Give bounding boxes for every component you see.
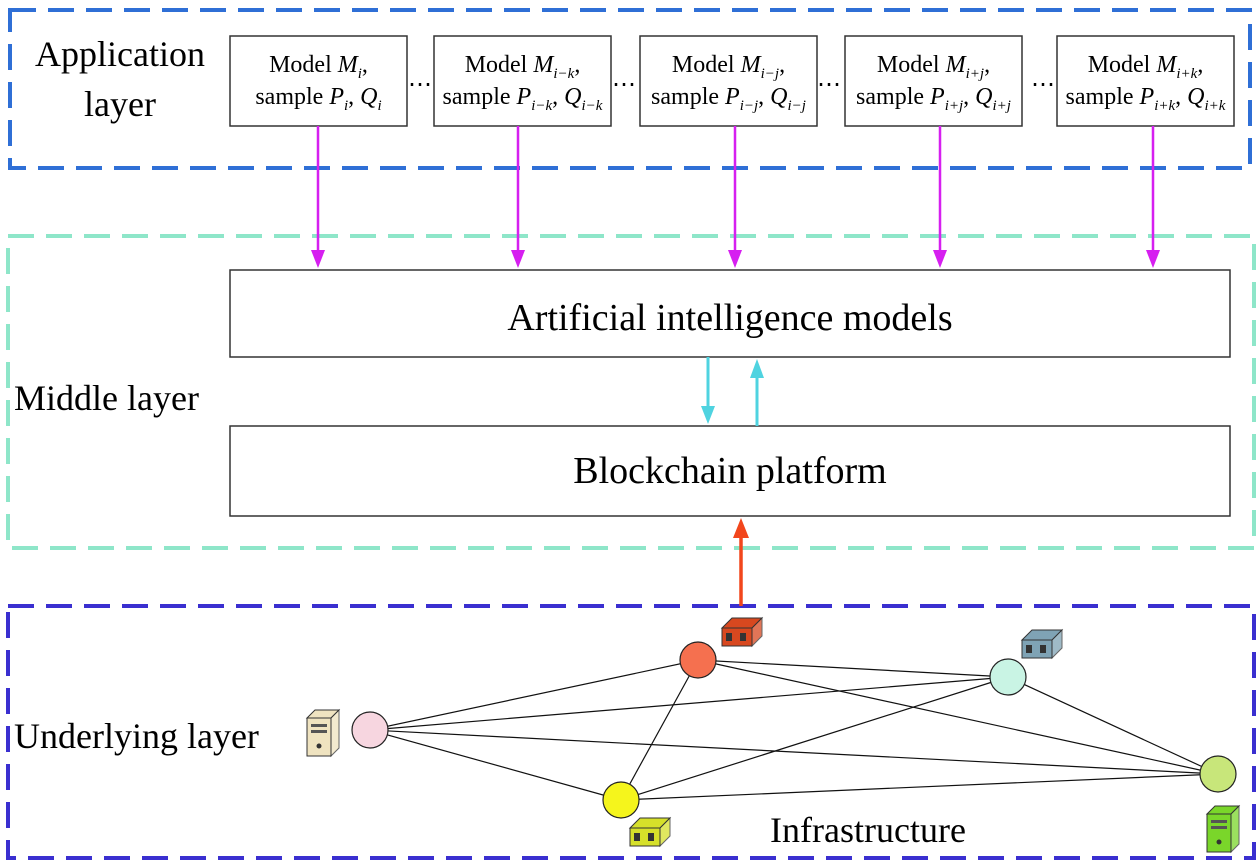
- server-front: [1206, 813, 1232, 853]
- steel-server[interactable]: [1020, 628, 1064, 660]
- model-arrowhead: [933, 250, 947, 268]
- server-front: [721, 627, 753, 647]
- model-box-rect: [229, 35, 408, 127]
- server-slot: [1211, 826, 1227, 829]
- beige-server[interactable]: [305, 708, 341, 758]
- model-arrowhead: [728, 250, 742, 268]
- model-arrowhead: [511, 250, 525, 268]
- model-label: Model Mi,: [269, 52, 368, 82]
- node-orange[interactable]: [679, 641, 717, 679]
- ai-models-label: Artificial intelligence models: [507, 297, 952, 339]
- model-box-1[interactable]: Model Mi−k,sample Pi−k, Qi−k: [433, 35, 612, 127]
- blockchain-to-ai-arrowhead: [750, 359, 764, 378]
- ai-blockchain-arrows: [701, 357, 764, 426]
- green-server[interactable]: [1205, 804, 1241, 854]
- network-edge-3: [369, 729, 1219, 775]
- network-edge-8: [1007, 676, 1219, 775]
- blockchain-box[interactable]: [229, 425, 1231, 517]
- network-edge-2: [369, 729, 622, 801]
- model-box-2[interactable]: Model Mi−j,sample Pi−j, Qi−j: [639, 35, 818, 127]
- blockchain-label: Blockchain platform: [573, 450, 886, 492]
- server-slot: [1211, 820, 1227, 823]
- server-front: [306, 717, 332, 757]
- model-label: Model Mi−k,: [465, 52, 581, 82]
- red-server[interactable]: [720, 616, 764, 648]
- application-layer-label-line2: layer: [84, 84, 156, 124]
- server-led: [316, 743, 322, 749]
- sample-label: sample Pi, Qi: [255, 84, 381, 114]
- server-icons: [305, 616, 1241, 854]
- sample-label: sample Pi+j, Qi+j: [856, 84, 1011, 114]
- model-box-0[interactable]: Model Mi,sample Pi, Qi: [229, 35, 408, 127]
- model-arrow-1: [511, 126, 525, 268]
- model-to-ai-arrows: [311, 126, 1160, 268]
- server-slot: [740, 633, 746, 641]
- ellipsis-2: ⋯: [817, 72, 841, 98]
- network-edge-1: [369, 676, 1009, 731]
- ellipsis-3: ⋯: [1031, 72, 1055, 98]
- model-arrowhead: [311, 250, 325, 268]
- server-front: [1021, 639, 1053, 659]
- ai-models-box[interactable]: [229, 269, 1231, 358]
- server-led: [1216, 839, 1222, 845]
- network-edge-4: [697, 659, 1009, 678]
- sample-label: sample Pi−k, Qi−k: [443, 84, 603, 114]
- model-arrowhead: [1146, 250, 1160, 268]
- sample-label: sample Pi+k, Qi+k: [1066, 84, 1226, 114]
- network-edges: [369, 659, 1219, 801]
- server-slot: [1040, 645, 1046, 653]
- model-box-rect: [639, 35, 818, 127]
- network-nodes: [351, 641, 1237, 819]
- server-side: [1230, 804, 1240, 854]
- network-edge-5: [620, 659, 699, 801]
- model-box-rect: [1056, 35, 1235, 127]
- server-front: [629, 827, 661, 847]
- server-slot: [726, 633, 732, 641]
- infrastructure-label: Infrastructure: [770, 810, 966, 850]
- network-edge-7: [620, 676, 1009, 801]
- model-arrow-0: [311, 126, 325, 268]
- model-box-rect: [844, 35, 1023, 127]
- application-layer-frame: [8, 8, 1252, 170]
- node-pink[interactable]: [351, 711, 389, 749]
- model-label: Model Mi+k,: [1088, 52, 1204, 82]
- model-box-4[interactable]: Model Mi+k,sample Pi+k, Qi+k: [1056, 35, 1235, 127]
- ellipsis-group: ⋯ ⋯ ⋯ ⋯: [408, 72, 1055, 98]
- underlying-layer-frame: [6, 604, 1256, 860]
- model-arrow-2: [728, 126, 742, 268]
- network-edge-6: [697, 659, 1219, 775]
- middle-layer-frame: [6, 234, 1256, 550]
- server-slot: [311, 730, 327, 733]
- server-slot: [311, 724, 327, 727]
- model-arrow-3: [933, 126, 947, 268]
- network-edge-0: [369, 659, 699, 731]
- network-edge-9: [620, 773, 1219, 801]
- server-slot: [648, 833, 654, 841]
- model-arrow-4: [1146, 126, 1160, 268]
- infrastructure-to-blockchain-arrow: [733, 518, 749, 606]
- node-mint[interactable]: [989, 658, 1027, 696]
- node-yellow[interactable]: [602, 781, 640, 819]
- model-box-rect: [433, 35, 612, 127]
- server-slot: [1026, 645, 1032, 653]
- ellipsis-1: ⋯: [612, 72, 636, 98]
- model-label: Model Mi+j,: [877, 52, 990, 82]
- orange-arrowhead: [733, 518, 749, 538]
- model-label: Model Mi−j,: [672, 52, 785, 82]
- sample-label: sample Pi−j, Qi−j: [651, 84, 806, 114]
- ai-to-blockchain-arrowhead: [701, 406, 715, 424]
- model-box-3[interactable]: Model Mi+j,sample Pi+j, Qi+j: [844, 35, 1023, 127]
- ellipsis-0: ⋯: [408, 72, 432, 98]
- underlying-layer-label: Underlying layer: [14, 716, 259, 756]
- yellow-server[interactable]: [628, 816, 672, 848]
- server-slot: [634, 833, 640, 841]
- node-green[interactable]: [1199, 755, 1237, 793]
- server-side: [330, 708, 340, 758]
- middle-layer-label: Middle layer: [14, 378, 199, 418]
- application-layer-label-line1: Application: [35, 34, 205, 74]
